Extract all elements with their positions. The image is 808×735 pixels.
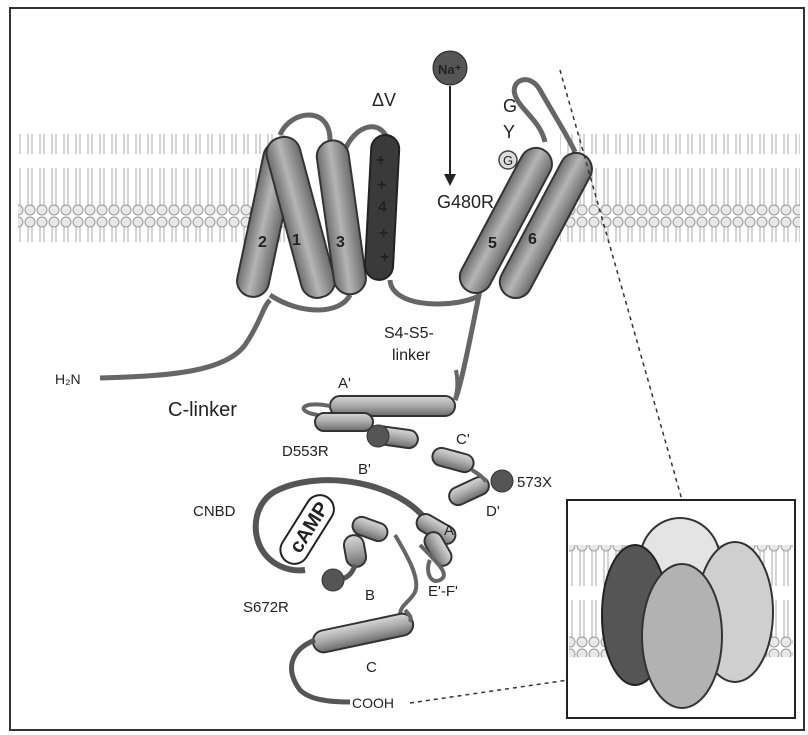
mutation-s672r-dot xyxy=(322,569,344,591)
pore-g-label: G xyxy=(503,96,517,116)
s4-s5-linker-label: S4-S5- xyxy=(384,325,434,342)
sodium-ion-label: Na⁺ xyxy=(438,62,462,77)
cooh-connector-line xyxy=(410,678,582,703)
n-terminus-chain xyxy=(100,300,270,378)
s4-charge: + xyxy=(376,152,385,169)
helix-c-label: C xyxy=(366,659,377,676)
helix-b-prime-label: B' xyxy=(358,461,371,478)
helix-6-label: 6 xyxy=(528,231,537,248)
subunit-front xyxy=(642,564,722,708)
mutation-573x-dot xyxy=(491,470,513,492)
helix-d-prime-label: D' xyxy=(486,503,500,520)
s4-s5-linker-label-2: linker xyxy=(392,347,431,364)
helix-4-label: 4 xyxy=(378,199,387,216)
pore-g-circle-label: G xyxy=(503,153,513,168)
c-linker-label: C-linker xyxy=(168,399,237,421)
transmembrane-helices xyxy=(234,133,597,303)
mutation-573x-label: 573X xyxy=(517,474,552,491)
camp-badge: cAMP xyxy=(275,490,339,569)
helix-5-label: 5 xyxy=(488,235,497,252)
s4-charge: + xyxy=(377,177,386,194)
c-terminus-label: COOH xyxy=(352,695,394,711)
membrane-bilayer xyxy=(18,134,800,242)
helix-c xyxy=(311,612,415,655)
helix-b-prime-part xyxy=(315,413,373,431)
arrow-head-icon xyxy=(444,174,456,186)
helix-1-label: 1 xyxy=(292,232,301,249)
helix-3-label: 3 xyxy=(336,234,345,251)
tetramer-inset xyxy=(567,500,795,718)
s4-charge: + xyxy=(380,249,389,266)
helix-2-label: 2 xyxy=(258,234,267,251)
helix-ef-prime-label: E'-F' xyxy=(428,583,458,600)
helix-b-label: B xyxy=(365,587,375,604)
delta-v-label: ΔV xyxy=(372,90,396,110)
helix-b-top xyxy=(342,534,367,569)
helix-a-label: A xyxy=(444,522,454,539)
pore-y-label: Y xyxy=(503,122,515,142)
cnbd-label: CNBD xyxy=(193,503,236,520)
mutation-d553r-label: D553R xyxy=(282,443,329,460)
mutation-g480r-label: G480R xyxy=(437,192,494,212)
mutation-s672r-label: S672R xyxy=(243,599,289,616)
helix-c-prime xyxy=(430,446,475,474)
n-terminus-label: H₂N xyxy=(55,371,81,387)
mutation-d553r-dot xyxy=(367,425,389,447)
s4-charge: + xyxy=(379,225,388,242)
helix-c-prime-label: C' xyxy=(456,431,470,448)
helix-a-prime-label: A' xyxy=(338,375,351,392)
